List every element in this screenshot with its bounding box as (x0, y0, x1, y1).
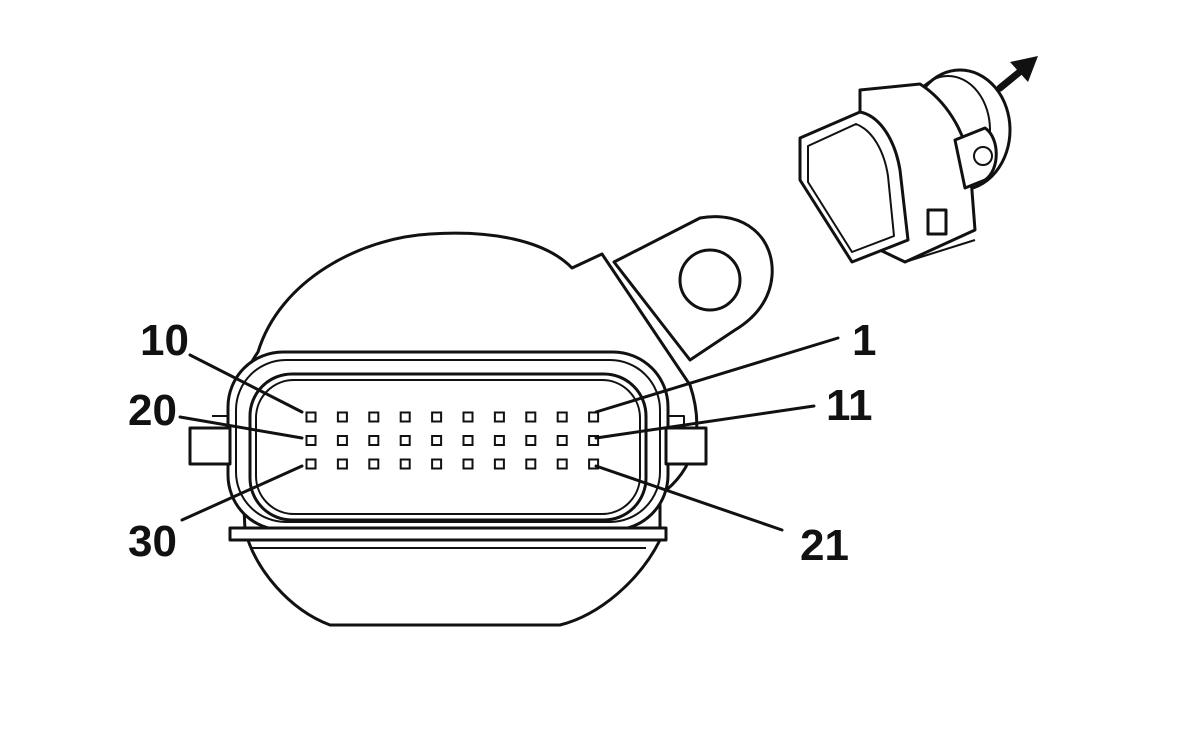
leader-pin-10 (188, 353, 304, 414)
leader-pin-30 (180, 464, 304, 522)
label-pin-11: 11 (826, 381, 873, 430)
leader-pin-1 (594, 336, 840, 414)
plug-bottom-rail (904, 239, 976, 263)
mating-plug-icon (798, 68, 1012, 264)
label-pin-10: 10 (140, 316, 189, 365)
label-pin-20: 20 (128, 386, 177, 435)
pin-contact (305, 435, 317, 446)
pin-contact (336, 435, 348, 446)
pin-contact (462, 435, 474, 446)
pin-contact (493, 411, 505, 423)
pin-contact (525, 458, 537, 470)
label-pin-1: 1 (852, 316, 876, 365)
bottom-flange (228, 526, 668, 542)
pin-contact (305, 411, 317, 423)
pin-contact (368, 458, 380, 470)
right-latch (664, 426, 708, 466)
pin-contact (588, 411, 600, 423)
plug-front-opening (807, 123, 895, 253)
pin-contact (556, 435, 568, 446)
left-latch (188, 426, 232, 466)
pin-contact (431, 435, 443, 446)
pin-contact (588, 435, 600, 446)
pin-contact (556, 458, 568, 470)
pin-cavity (248, 372, 648, 522)
plug-latch-tab (953, 126, 998, 190)
pin-contact (462, 458, 474, 470)
label-pin-21: 21 (800, 521, 849, 570)
seal-frame-mid (235, 359, 661, 523)
pin-contact (431, 411, 443, 423)
leader-lines (178, 336, 840, 532)
plug-lock-button (926, 208, 948, 236)
disconnect-direction-arrow-icon (996, 56, 1038, 92)
pin-contact (305, 458, 317, 470)
pin-contact (525, 411, 537, 423)
pin-contact (493, 458, 505, 470)
pin-grid (305, 411, 600, 470)
pin-contact (493, 435, 505, 446)
pin-contact (556, 411, 568, 423)
leader-pin-21 (594, 464, 784, 532)
pin-contact (399, 435, 411, 446)
pin-contact (399, 411, 411, 423)
pin-cavity-inner (255, 379, 641, 515)
pin-contact (399, 458, 411, 470)
mounting-ear (612, 215, 774, 362)
pin-contact (431, 458, 443, 470)
pin-contact (336, 458, 348, 470)
pin-contact (368, 435, 380, 446)
pin-contact (462, 411, 474, 423)
label-pin-30: 30 (128, 517, 177, 566)
pin-contact (588, 458, 600, 470)
pin-labels: 10 20 30 1 11 21 (128, 316, 876, 570)
mounting-hole-icon (678, 248, 742, 312)
pin-contact (368, 411, 380, 423)
leader-pin-20 (178, 415, 304, 440)
connector-housing-icon (188, 215, 774, 627)
pin-contact (525, 435, 537, 446)
leader-pin-11 (594, 404, 816, 440)
pin-contact (336, 411, 348, 423)
plug-latch-hole (973, 146, 993, 166)
